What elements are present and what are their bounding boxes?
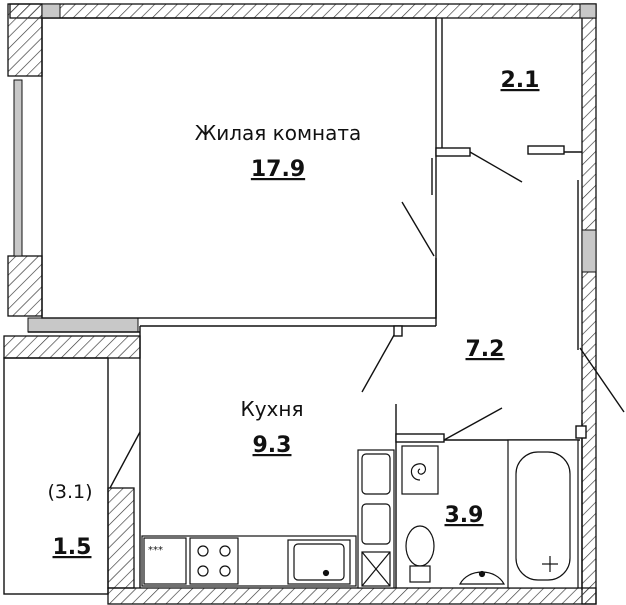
kitchen-area: 9.3: [253, 433, 292, 458]
outer-walls: [3, 3, 597, 605]
balcony-full-area: (3.1): [47, 481, 92, 503]
boiler: [401, 445, 439, 495]
wall-left-upper: [7, 3, 43, 77]
hall-area: 7.2: [466, 337, 505, 362]
window-top-left: [41, 3, 61, 19]
fridge: [143, 537, 187, 585]
door-living: [401, 201, 435, 257]
bathroom-area: 3.9: [445, 503, 484, 528]
wall-left-mid: [7, 255, 43, 317]
window-top-right: [579, 3, 597, 19]
door-kitchen: [361, 327, 399, 393]
room-labels: Жилая комната 17.9 2.1 7.2 Кухня 9.3 3.9…: [47, 68, 539, 560]
door-entrance: [579, 347, 625, 413]
interior-walls: [3, 17, 583, 595]
kitchen-name: Кухня: [241, 397, 304, 421]
wall-right: [581, 3, 597, 605]
door-bath-small: [469, 151, 523, 183]
window-right: [581, 229, 597, 273]
door-balcony: [109, 431, 141, 489]
bathroom-fixtures: [401, 439, 579, 589]
washer-top: [361, 453, 391, 495]
appliance-column: [357, 449, 395, 589]
balcony-outline: [3, 357, 109, 595]
small-bathroom-area: 2.1: [501, 68, 540, 93]
wall-balcony-divider: [3, 335, 141, 359]
door-bathroom: [443, 407, 503, 441]
window-living-bottom: [27, 317, 139, 333]
toilet: [405, 525, 435, 567]
living-room-outline: [41, 17, 437, 319]
window-living-left: [13, 79, 23, 257]
wall-kitchen-left: [107, 487, 135, 589]
balcony-area: 1.5: [53, 535, 92, 560]
wall-top: [9, 3, 597, 19]
stove: [189, 537, 239, 585]
wall-bottom: [107, 587, 597, 605]
washer-bottom: [361, 503, 391, 545]
living-room-area: 17.9: [251, 157, 305, 182]
living-room-name: Жилая комната: [195, 121, 362, 145]
kitchen-equipment: ***: [141, 535, 357, 587]
doors: [109, 145, 625, 489]
stove-label: ***: [148, 545, 163, 556]
